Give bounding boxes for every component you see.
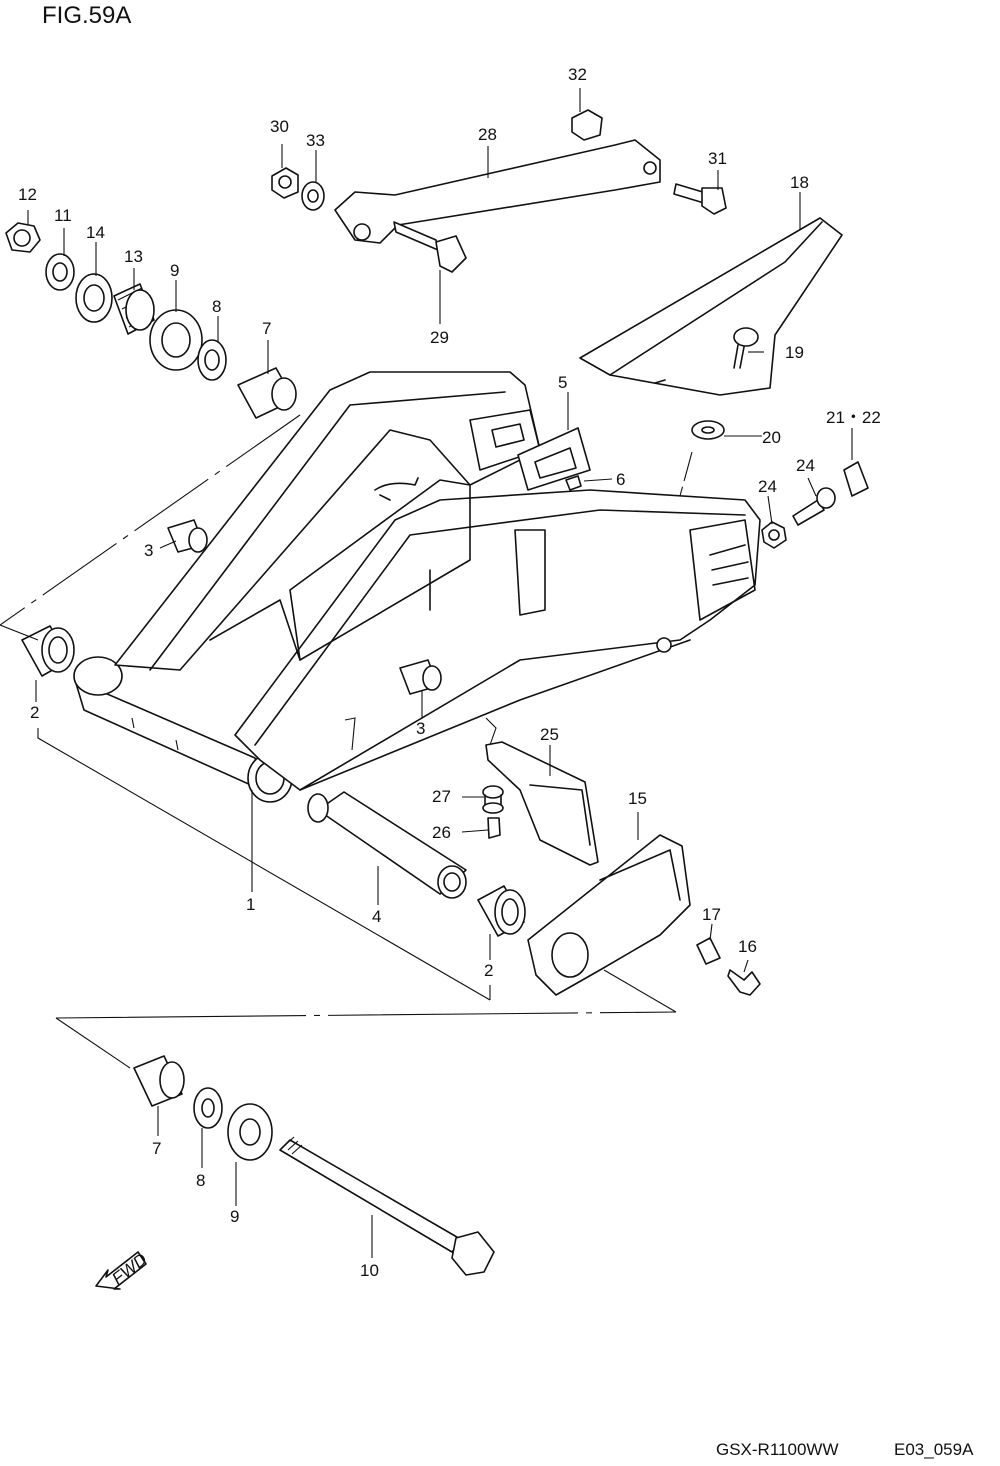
callout-16: 16 xyxy=(738,937,757,956)
callout-30: 30 xyxy=(270,117,289,136)
callout-20: 20 xyxy=(762,428,781,447)
callout-9-lower: 9 xyxy=(230,1207,239,1226)
callout-33: 33 xyxy=(306,131,325,150)
washer-20 xyxy=(691,420,725,440)
callout-4: 4 xyxy=(372,907,381,926)
callout-21-22: 21・22 xyxy=(826,408,881,427)
screw-6 xyxy=(565,475,582,491)
left-pivot-hardware xyxy=(5,222,297,419)
callout-5: 5 xyxy=(558,373,567,392)
figure-title: FIG.59A xyxy=(42,2,132,29)
nut-30 xyxy=(271,167,299,199)
callout-15: 15 xyxy=(628,789,647,808)
callout-14: 14 xyxy=(86,223,105,242)
spacer-tube-4 xyxy=(307,791,467,899)
callout-11: 11 xyxy=(54,206,72,225)
plate-5 xyxy=(517,427,591,491)
callout-3-lower: 3 xyxy=(416,719,425,738)
bracket-25 xyxy=(485,741,599,866)
bolt-16 xyxy=(727,969,761,996)
callout-8-lower: 8 xyxy=(196,1171,205,1190)
nut-21-22 xyxy=(843,461,869,497)
callout-19: 19 xyxy=(785,343,804,362)
callout-31: 31 xyxy=(708,149,727,168)
callout-24-lower: 24 xyxy=(758,477,777,496)
torque-rod-28 xyxy=(334,139,661,244)
callout-18: 18 xyxy=(790,173,809,192)
callout-12: 12 xyxy=(18,185,37,204)
callout-3-upper: 3 xyxy=(144,541,153,560)
chain-guard-18 xyxy=(579,217,843,396)
callout-7-lower: 7 xyxy=(152,1139,161,1158)
callout-2-left: 2 xyxy=(30,703,39,722)
callout-2-right: 2 xyxy=(484,961,493,980)
leader-lines xyxy=(0,88,853,1258)
callout-1: 1 xyxy=(246,895,255,914)
callout-7-upper: 7 xyxy=(262,319,271,338)
collar-27 xyxy=(482,785,504,814)
fwd-arrow-icon: FWD xyxy=(95,1250,151,1290)
collar-17 xyxy=(696,937,721,965)
callout-28: 28 xyxy=(478,125,497,144)
swingarm-body xyxy=(73,371,761,803)
washer-8-lower xyxy=(193,1087,223,1129)
callout-6: 6 xyxy=(616,470,625,489)
chain-buffer-15 xyxy=(527,834,691,996)
screw-19 xyxy=(733,327,759,369)
bolt-26 xyxy=(487,817,501,839)
nut-24 xyxy=(761,521,787,549)
callout-27: 27 xyxy=(432,787,451,806)
bearing-2-right xyxy=(477,885,526,937)
spacer-3-upper xyxy=(167,519,208,553)
callout-25: 25 xyxy=(540,725,559,744)
footer-code: E03_059A xyxy=(894,1440,974,1459)
callout-29: 29 xyxy=(430,328,449,347)
callout-10: 10 xyxy=(360,1261,379,1280)
footer-model: GSX-R1100WW xyxy=(716,1440,839,1459)
washer-33 xyxy=(301,181,325,211)
callout-8-upper: 8 xyxy=(212,297,221,316)
spacer-3-lower xyxy=(399,659,442,695)
pivot-shaft-10 xyxy=(279,1136,495,1276)
callout-17: 17 xyxy=(702,905,721,924)
bearing-2-left xyxy=(21,625,75,677)
nut-32 xyxy=(571,109,603,141)
spacer-7-lower xyxy=(133,1055,185,1107)
callout-32: 32 xyxy=(568,65,587,84)
callout-9-upper: 9 xyxy=(170,261,179,280)
bolt-29 xyxy=(393,221,467,273)
bolt-31 xyxy=(673,183,727,215)
fwd-label: FWD xyxy=(108,1250,150,1289)
callout-26: 26 xyxy=(432,823,451,842)
washer-9-lower xyxy=(227,1103,273,1161)
bolt-24 xyxy=(792,487,836,526)
callout-24-upper: 24 xyxy=(796,456,815,475)
callout-labels: 12 11 14 13 9 8 7 30 33 32 28 31 18 19 2… xyxy=(18,65,881,1280)
callout-13: 13 xyxy=(124,247,143,266)
